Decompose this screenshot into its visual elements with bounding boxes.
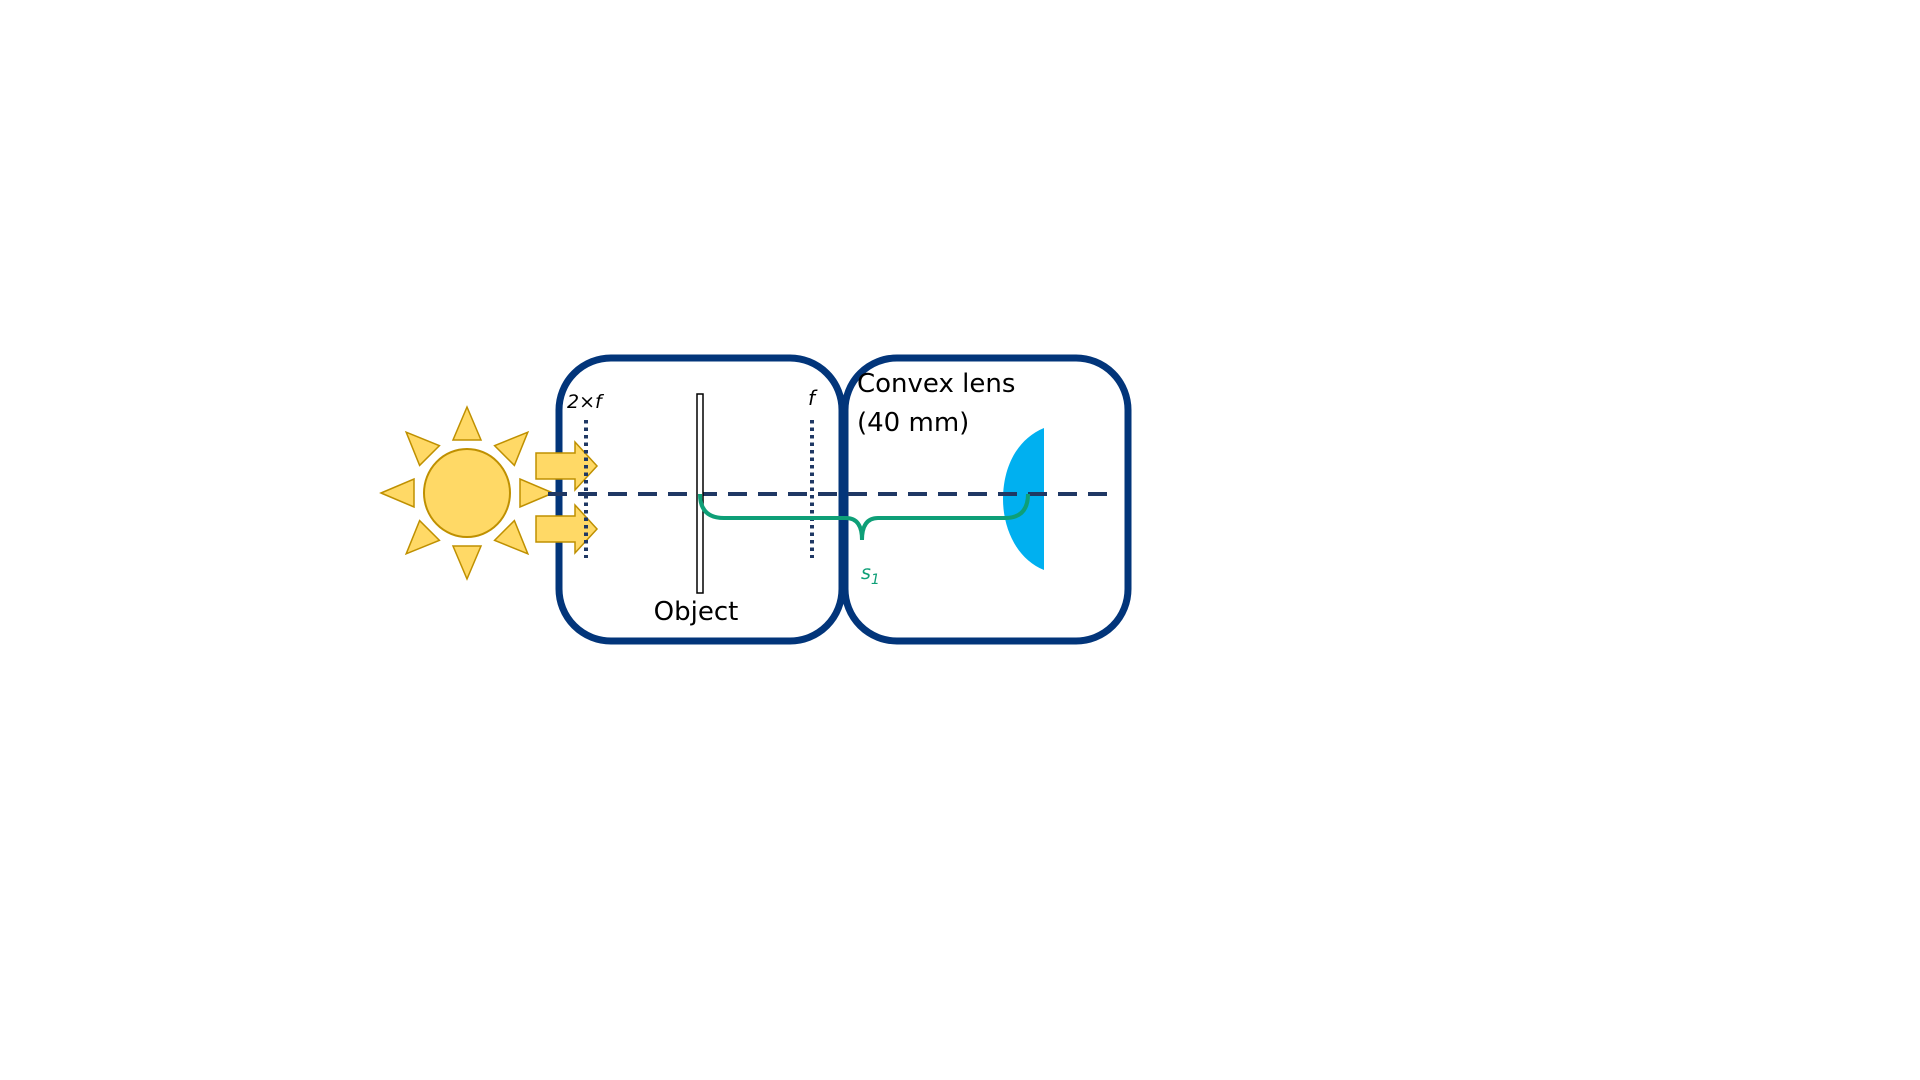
object-label: Object	[654, 597, 739, 627]
sun-ray	[493, 519, 530, 556]
lens-label-line2: (40 mm)	[857, 408, 969, 438]
two-f-label: 2×f	[567, 391, 605, 413]
sun-ray	[404, 519, 441, 556]
object-bar	[696, 393, 704, 594]
distance-brace-s1	[698, 493, 1030, 541]
lens-box	[841, 354, 1132, 645]
sun-ray	[519, 477, 555, 509]
sun-ray	[379, 477, 415, 509]
convex-lens	[1003, 428, 1044, 570]
light-arrow-icon	[535, 440, 599, 492]
lens-label-line1: Convex lens	[857, 369, 1015, 399]
s1-label: s1	[861, 562, 880, 588]
sun-ray	[451, 405, 483, 441]
sun-ray	[451, 545, 483, 581]
f-label: f	[808, 386, 818, 410]
sun-ray	[493, 430, 530, 467]
sun-icon	[379, 405, 555, 581]
sun-ray	[404, 430, 441, 467]
